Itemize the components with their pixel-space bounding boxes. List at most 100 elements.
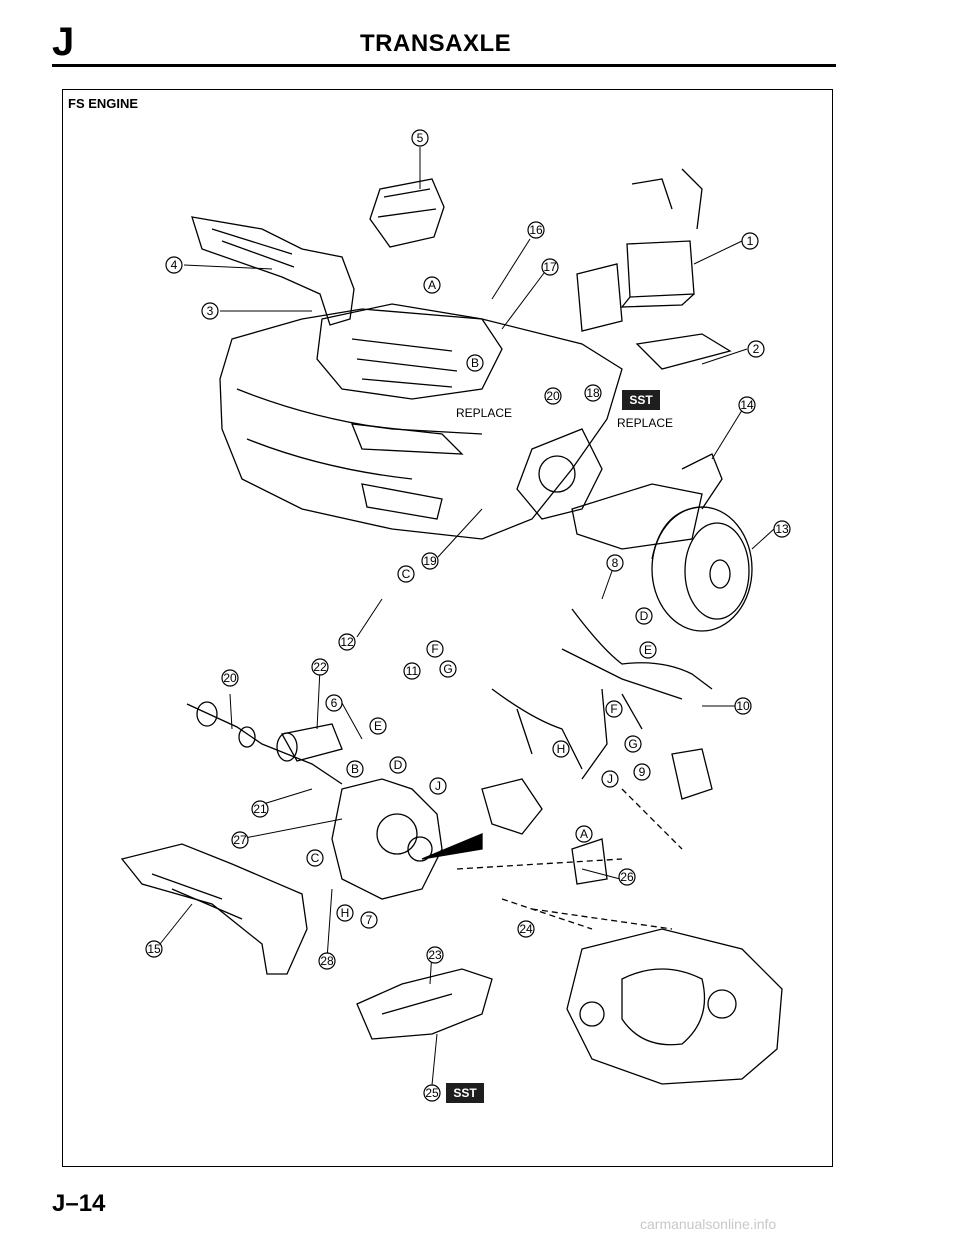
svg-text:SST: SST xyxy=(629,393,653,407)
replace-label-left: REPLACE xyxy=(456,406,512,420)
svg-text:20: 20 xyxy=(223,671,237,685)
callout-25: 25 xyxy=(423,1084,441,1102)
svg-text:9: 9 xyxy=(639,765,646,779)
crossmember xyxy=(120,843,308,975)
svg-text:23: 23 xyxy=(428,948,442,962)
svg-text:H: H xyxy=(557,742,566,756)
sst-badge-top: SST xyxy=(622,390,660,410)
svg-text:B: B xyxy=(351,762,359,776)
battery xyxy=(626,240,695,298)
callout-20-top: 20 xyxy=(544,387,562,405)
engine-block xyxy=(316,303,503,400)
svg-text:A: A xyxy=(428,278,436,292)
air-cleaner xyxy=(369,178,445,248)
callout-18: 18 xyxy=(584,384,602,402)
svg-text:28: 28 xyxy=(320,954,334,968)
callout-15: 15 xyxy=(145,940,163,958)
svg-text:E: E xyxy=(374,719,382,733)
callout-13: 13 xyxy=(773,520,791,538)
svg-text:25: 25 xyxy=(425,1086,439,1100)
svg-text:C: C xyxy=(311,851,320,865)
svg-text:SST: SST xyxy=(453,1086,477,1100)
replace-label-right: REPLACE xyxy=(617,416,673,430)
svg-text:C: C xyxy=(402,567,411,581)
page-number: J–14 xyxy=(52,1190,106,1217)
transaxle-body xyxy=(331,778,443,900)
svg-text:21: 21 xyxy=(253,802,267,816)
callout-j-right: J xyxy=(601,770,619,788)
callout-e-left: E xyxy=(369,717,387,735)
callout-7: 7 xyxy=(360,911,378,929)
diagram-frame xyxy=(62,89,833,1167)
callout-19: 19 xyxy=(421,552,439,570)
svg-text:11: 11 xyxy=(406,664,419,678)
sst-badge-bottom: SST xyxy=(446,1083,484,1103)
wiring-harness xyxy=(491,608,713,770)
watermark: carmanualsonline.info xyxy=(640,1216,777,1232)
svg-text:D: D xyxy=(394,758,403,772)
svg-text:13: 13 xyxy=(775,522,789,536)
svg-text:J: J xyxy=(435,779,441,793)
callout-16: 16 xyxy=(527,221,545,239)
callout-f-right: F xyxy=(605,700,623,718)
svg-text:A: A xyxy=(580,827,588,841)
svg-text:B: B xyxy=(471,356,479,370)
svg-text:8: 8 xyxy=(612,556,619,570)
callout-9: 9 xyxy=(633,763,651,781)
callout-23: 23 xyxy=(426,946,444,964)
callout-6: 6 xyxy=(325,694,343,712)
starter-motor xyxy=(280,723,343,762)
callout-b-top: B xyxy=(466,354,484,372)
svg-text:F: F xyxy=(431,642,438,656)
svg-text:10: 10 xyxy=(736,699,750,713)
svg-text:19: 19 xyxy=(423,554,437,568)
callout-17: 17 xyxy=(541,258,559,276)
svg-text:12: 12 xyxy=(340,635,354,649)
svg-text:E: E xyxy=(644,643,652,657)
callout-1: 1 xyxy=(741,232,759,250)
clutch-cover xyxy=(516,428,603,520)
svg-text:6: 6 xyxy=(331,696,338,710)
callout-j-mid: J xyxy=(429,777,447,795)
callout-8: 8 xyxy=(606,554,624,572)
svg-text:H: H xyxy=(341,906,350,920)
svg-text:14: 14 xyxy=(740,398,754,412)
engine-mount xyxy=(671,748,713,800)
svg-text:16: 16 xyxy=(529,223,543,237)
under-cover xyxy=(571,483,703,550)
callout-a-top: A xyxy=(423,276,441,294)
callout-f-left: F xyxy=(426,640,444,658)
transaxle-mount xyxy=(356,968,493,1040)
engine-label: FS ENGINE xyxy=(68,96,139,111)
transmission-case xyxy=(566,928,783,1085)
tire xyxy=(651,506,753,632)
callout-2: 2 xyxy=(747,340,765,358)
callout-g-left: G xyxy=(439,660,457,678)
callout-28: 28 xyxy=(318,952,336,970)
callout-g-right: G xyxy=(624,735,642,753)
callout-a-right: A xyxy=(575,825,593,843)
svg-text:3: 3 xyxy=(207,304,214,318)
exploded-view-diagram: 5 16 17 4 3 1 2 A B 20 18 14 13 19 8 C 1… xyxy=(120,129,791,1103)
callout-h-bottom: H xyxy=(336,904,354,922)
svg-text:22: 22 xyxy=(313,660,327,674)
drive-shaft xyxy=(186,703,343,785)
headlight-left xyxy=(350,423,464,455)
svg-text:1: 1 xyxy=(747,234,754,248)
callout-d-right: D xyxy=(635,607,653,625)
svg-text:D: D xyxy=(640,609,649,623)
battery-tray xyxy=(635,333,732,370)
callout-14: 14 xyxy=(738,396,756,414)
page-title: TRANSAXLE xyxy=(360,30,512,57)
svg-text:J: J xyxy=(607,772,613,786)
callout-24: 24 xyxy=(517,920,535,938)
svg-text:G: G xyxy=(443,662,452,676)
svg-text:5: 5 xyxy=(417,131,424,145)
header-rule xyxy=(52,64,836,67)
callout-20-left: 20 xyxy=(221,669,239,687)
mount-bracket xyxy=(481,778,543,835)
callout-b-mid: B xyxy=(346,760,364,778)
callout-h-right: H xyxy=(552,740,570,758)
svg-text:G: G xyxy=(628,737,637,751)
callout-c-top: C xyxy=(397,565,415,583)
